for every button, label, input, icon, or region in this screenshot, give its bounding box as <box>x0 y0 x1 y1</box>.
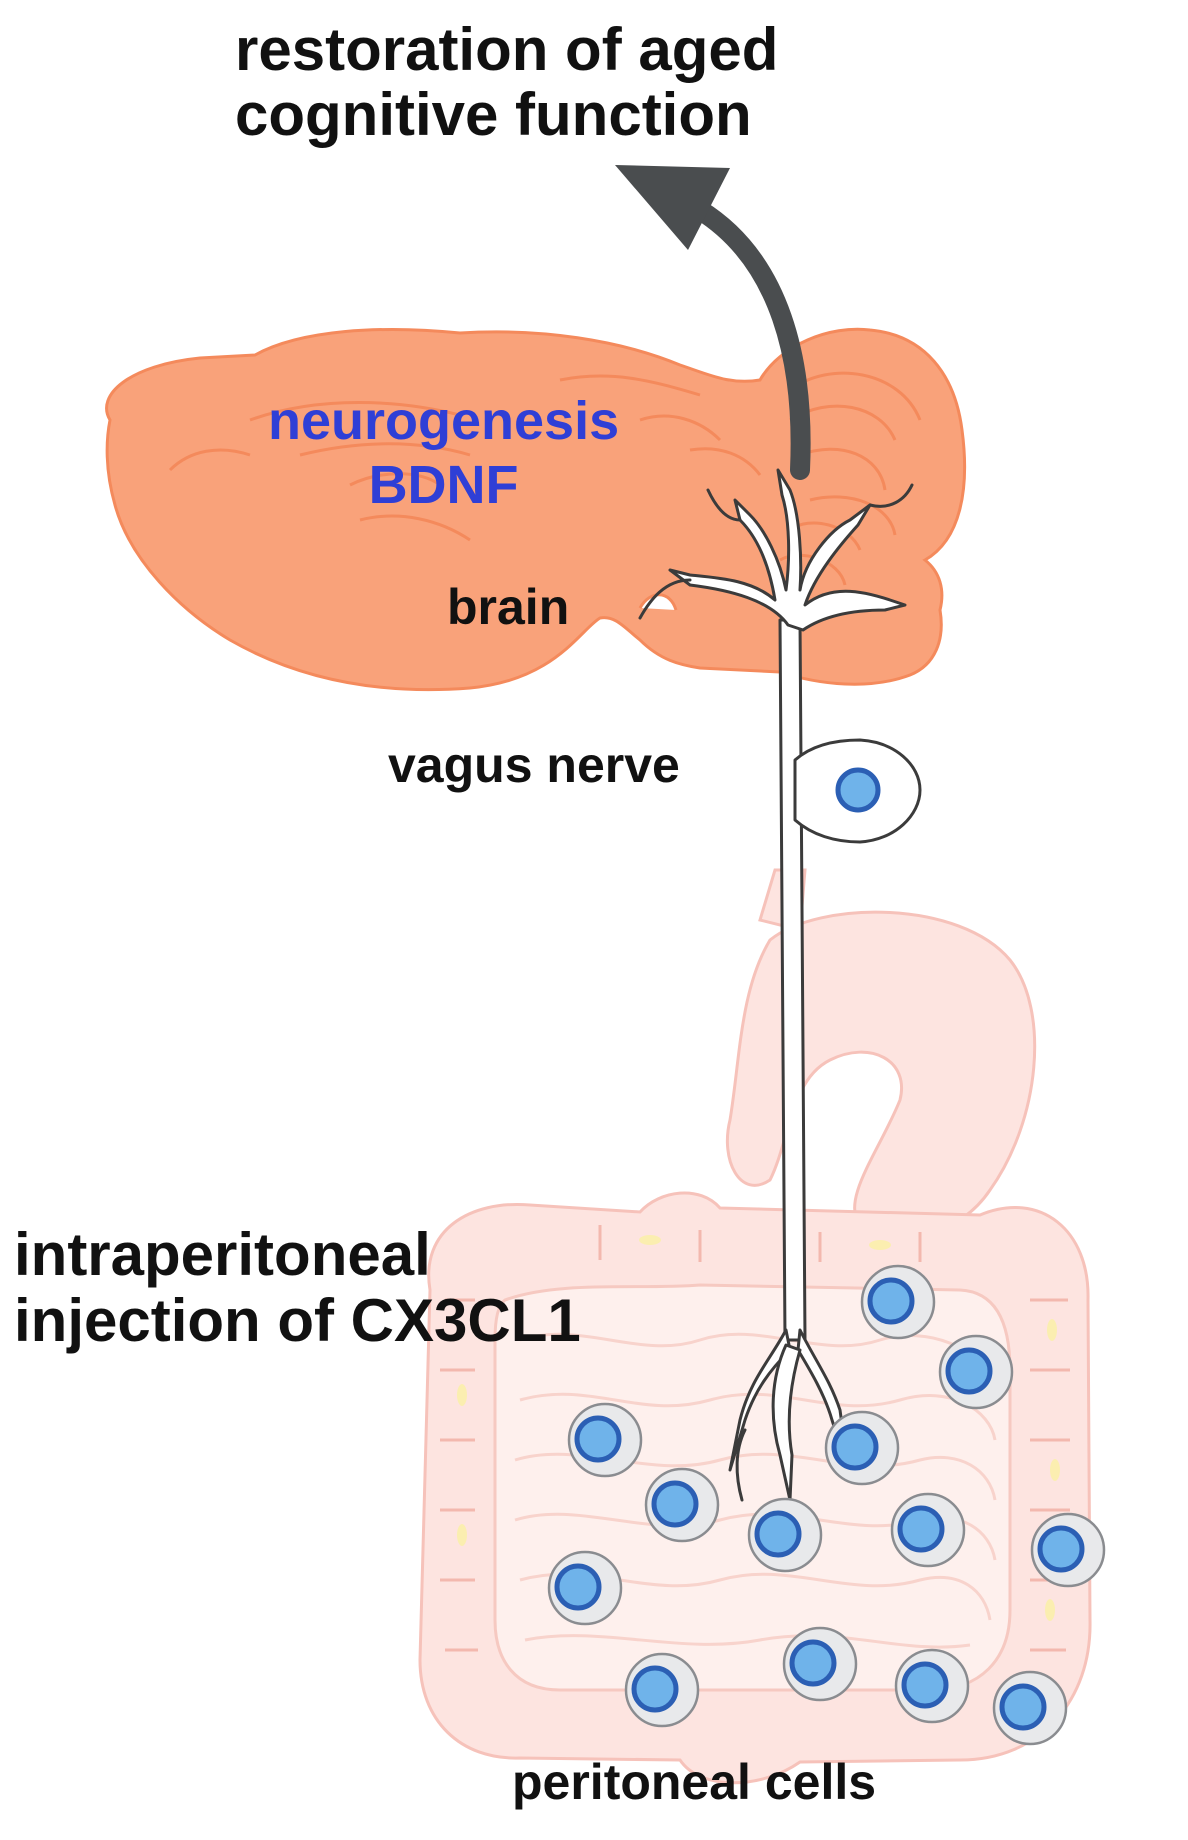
peritoneal-cell-icon <box>826 1412 898 1484</box>
vagus-nerve-label: vagus nerve <box>388 737 680 793</box>
curved-arrow-icon <box>615 165 811 480</box>
peritoneal-cell-icon <box>862 1266 934 1338</box>
outcome-line-2: cognitive function <box>235 80 752 148</box>
peritoneal-cell-icon <box>896 1650 968 1722</box>
brain-process-label: neurogenesis BDNF <box>268 390 619 517</box>
peritoneal-cell-icon <box>940 1336 1012 1408</box>
neurogenesis-text: neurogenesis <box>268 391 620 451</box>
bdnf-text: BDNF <box>368 454 519 515</box>
peritoneal-cells-label: peritoneal cells <box>512 1754 877 1810</box>
brain-label: brain <box>447 579 570 635</box>
peritoneal-cell-icon <box>1032 1514 1104 1586</box>
injection-label: intraperitoneal injection of CX3CL1 <box>14 1222 581 1354</box>
outcome-line-1: restoration of aged <box>235 16 779 83</box>
peritoneal-cell-icon <box>994 1672 1066 1744</box>
peritoneal-cell-icon <box>549 1552 621 1624</box>
peritoneal-cell-icon <box>626 1654 698 1726</box>
outcome-label: restoration of aged cognitive function <box>235 16 779 148</box>
peritoneal-cell-icon <box>784 1628 856 1700</box>
injection-line-1: intraperitoneal <box>14 1221 431 1288</box>
peritoneal-cell-icon <box>892 1494 964 1566</box>
peritoneal-cell-icon <box>749 1499 821 1571</box>
peritoneal-cell-icon <box>569 1404 641 1476</box>
peritoneal-cell-icon <box>646 1469 718 1541</box>
injection-line-2: injection of CX3CL1 <box>14 1287 581 1354</box>
